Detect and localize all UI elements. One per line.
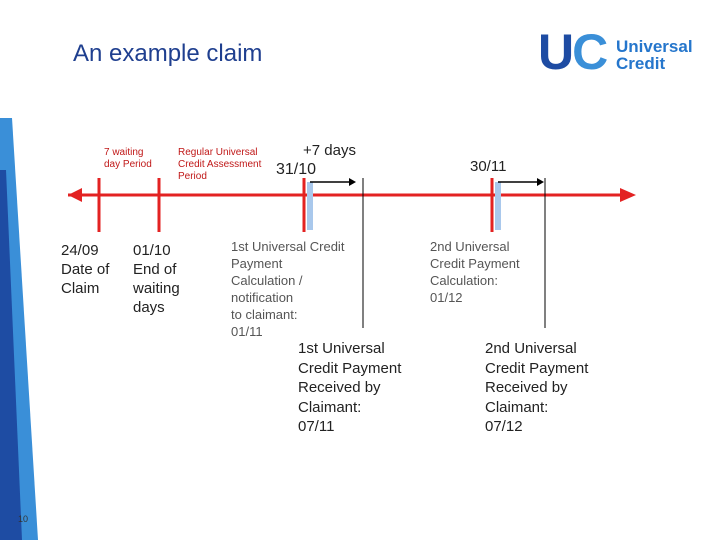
label-assessment-period: Regular Universal Credit Assessment Peri… — [178, 147, 262, 182]
timeline-arrowhead-left — [68, 188, 82, 202]
slide-title: An example claim — [73, 40, 263, 67]
label-second-received: 2nd Universal Credit Payment Received by… — [485, 340, 589, 435]
label-date-3110: 31/10 — [276, 161, 317, 178]
label-date-3011: 30/11 — [470, 158, 507, 175]
timeline-arrowhead-right — [620, 188, 636, 202]
label-date-of-claim: 24/09 Date of Claim — [61, 242, 110, 297]
logo-c: C — [572, 24, 608, 80]
logo-word-universal: Universal — [616, 37, 693, 56]
logo-u: U — [538, 24, 574, 80]
marker-3011 — [495, 182, 501, 230]
label-plus-days: +7 days — [303, 142, 356, 159]
label-second-calculation: 2nd Universal Credit Payment Calculation… — [430, 239, 520, 305]
slide-number: 10 — [18, 514, 29, 524]
label-first-received: 1st Universal Credit Payment Received by… — [298, 340, 402, 435]
logo-wordmark: Universal Credit — [616, 38, 693, 72]
arrow-3110-head — [349, 178, 356, 186]
arrow-3011-head — [537, 178, 544, 186]
logo-word-credit: Credit — [616, 54, 666, 73]
logo-mark: UC — [538, 24, 608, 80]
decorative-band-dark — [0, 170, 22, 540]
label-first-calculation: 1st Universal Credit Payment Calculation… — [231, 239, 345, 339]
label-waiting-period: 7 waiting day Period — [104, 147, 152, 170]
label-end-waiting: 01/10 End of waiting days — [133, 242, 180, 316]
marker-3110 — [307, 182, 313, 230]
